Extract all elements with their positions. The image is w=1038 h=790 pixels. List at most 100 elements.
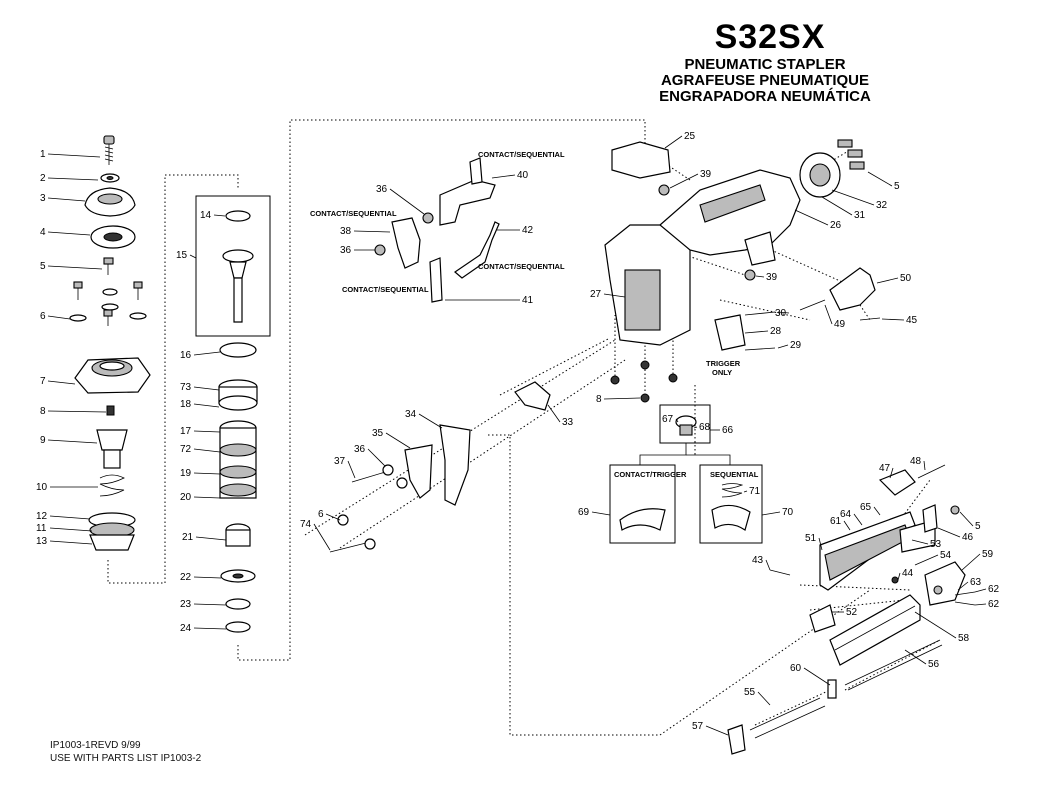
callout-leader-line [755,275,765,278]
callout-leader-line [831,189,875,206]
parts-list-reference: USE WITH PARTS LIST IP1003-2 [50,753,202,764]
title-french: AGRAFEUSE PNEUMATIQUE [660,72,870,89]
callout-leader-line [591,511,611,516]
part-number-callout: 8 [40,406,46,417]
title-spanish: ENGRAPADORA NEUMÁTICA [659,88,871,105]
trigger-only-label-line1: TRIGGER [706,359,741,368]
callout-leader-line [803,667,831,686]
callout-leader-line [193,576,222,579]
part-number-callout: 22 [180,572,192,583]
callout-leader-line [47,410,107,413]
document-reference: IP1003-1REVD 9/99 [50,740,141,751]
part-number-callout: 25 [684,131,696,142]
part-number-callout: 53 [930,539,942,550]
callout-leader-line [881,318,905,321]
part-number-callout: 14 [200,210,212,221]
part-number-callout: 7 [40,376,46,387]
part-number-callout: 20 [180,492,192,503]
callout-leader-line [818,537,823,551]
part-number-callout: 55 [744,687,756,698]
callout-leader-line [49,527,93,532]
callout-leader-line [867,171,893,187]
part-number-callout: 35 [372,428,384,439]
part-number-callout: 8 [596,394,602,405]
callout-leader-line [47,197,86,202]
part-number-callout: 5 [40,261,46,272]
callout-leader-line [547,404,561,423]
part-number-callout: 24 [180,623,192,634]
part-number-callout: 12 [36,511,48,522]
callout-leader-line [49,515,91,520]
callout-leader-line [193,351,221,356]
callout-leader-line [491,174,516,179]
part-number-callout: 17 [180,426,192,437]
valve-kit-parts [609,404,763,544]
part-number-callout: 63 [970,577,982,588]
part-number-callout: 69 [578,507,590,518]
part-number-callout: 6 [318,509,324,520]
part-number-callout: 47 [879,463,891,474]
callout-leader-line [325,513,341,521]
part-number-callout: 65 [860,502,872,513]
part-number-callout: 42 [522,225,534,236]
part-number-callout: 33 [562,417,574,428]
callout-leader-line [47,439,98,444]
part-number-callout: 41 [522,295,534,306]
callout-leader-line [385,432,411,449]
callout-leader-line [347,460,356,479]
part-number-callout: 44 [902,568,914,579]
callout-leader-line [911,539,929,545]
callout-leader-line [353,230,391,233]
head-housing-parts [514,139,881,411]
part-number-callout: 2 [40,173,46,184]
part-number-callout: 74 [300,519,312,530]
callout-leader-line [664,135,683,149]
part-number-callout: 38 [340,226,352,237]
callout-leader-line [313,523,331,551]
contact-trigger-box-label: CONTACT/TRIGGER [614,470,687,479]
callout-leader-line [213,214,226,217]
callout-leader-line [47,380,76,385]
part-number-callout: 39 [766,272,778,283]
part-number-callout: 67 [662,414,674,425]
callout-leader-line [367,448,386,467]
part-number-callout: 32 [876,200,888,211]
part-number-callout: 52 [846,607,858,618]
part-number-callout: 45 [906,315,918,326]
callout-leader-line [193,448,221,453]
part-number-callout: 43 [752,555,764,566]
callout-leader-line [974,588,987,593]
part-number-callout: 73 [180,382,192,393]
callout-leader-line [193,472,221,475]
part-number-callout: 26 [830,220,842,231]
model-number: S32SX [714,18,826,56]
part-number-callout: 66 [722,425,734,436]
callout-leader-line [744,330,769,334]
callout-leader-line [794,209,829,226]
part-number-callout: 29 [790,340,802,351]
part-number-callout: 50 [900,273,912,284]
left-column-parts [69,135,151,551]
part-number-callout: 36 [376,184,388,195]
part-number-callout: 3 [40,193,46,204]
contact-sequential-label: CONTACT/SEQUENTIAL [310,209,397,218]
callout-leader-line [47,177,99,181]
part-number-callout: 61 [830,516,842,527]
part-number-callout: 21 [182,532,194,543]
trigger-only-label-line2: ONLY [712,368,732,377]
part-number-callout: 36 [340,245,352,256]
contact-sequential-label: CONTACT/SEQUENTIAL [478,262,565,271]
callout-leader-line [757,691,771,706]
callout-leader-line [777,311,790,314]
part-number-callout: 39 [700,169,712,180]
part-number-callout: 16 [180,350,192,361]
part-number-callout: 5 [894,181,900,192]
callout-leader-line [821,196,853,216]
part-number-callout: 31 [854,210,866,221]
part-number-callout: 4 [40,227,46,238]
part-number-callout: 72 [180,444,192,455]
part-number-callout: 68 [699,422,711,433]
part-number-callout: 51 [805,533,817,544]
part-number-callout: 18 [180,399,192,410]
